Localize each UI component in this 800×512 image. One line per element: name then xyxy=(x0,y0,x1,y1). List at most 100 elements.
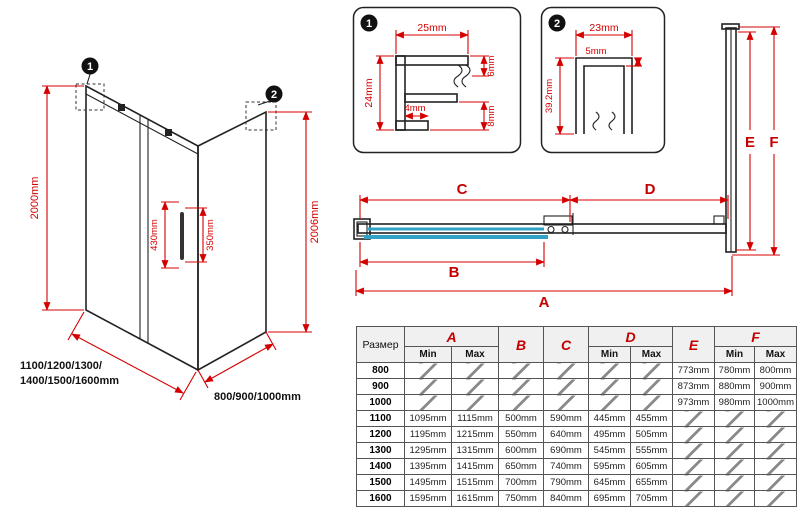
e-cell: 973mm xyxy=(672,394,715,411)
dimension-C: C xyxy=(359,181,571,222)
f-max-cell xyxy=(754,426,797,443)
size-cell: 900 xyxy=(356,378,405,395)
c-cell: 590mm xyxy=(543,410,589,427)
size-cell: 1100 xyxy=(356,410,405,427)
b-cell: 600mm xyxy=(498,442,544,459)
callout-1-number: 1 xyxy=(87,61,93,73)
d-max-cell xyxy=(630,378,673,395)
f-min-cell xyxy=(714,458,755,475)
width-sizes-line1: 1100/1200/1300/ xyxy=(20,360,102,372)
dimension-2006: 2006mm xyxy=(268,111,321,333)
detail-1-badge-icon xyxy=(360,14,378,32)
a-max-cell: 1515mm xyxy=(451,474,499,491)
b-cell: 700mm xyxy=(498,474,544,491)
a-max-cell: 1415mm xyxy=(451,458,499,475)
d-max-cell: 705mm xyxy=(630,490,673,507)
c-cell: 790mm xyxy=(543,474,589,491)
a-max-header: Max xyxy=(451,346,499,363)
dimension-width: 1100/1200/1300/ 1400/1500/1600mm xyxy=(20,311,197,401)
f-min-header: Min xyxy=(714,346,755,363)
f-max-cell xyxy=(754,474,797,491)
f-max-cell: 800mm xyxy=(754,362,797,379)
d-min-cell: 545mm xyxy=(588,442,631,459)
d-min-cell xyxy=(588,362,631,379)
d-min-cell xyxy=(588,394,631,411)
dimension-A: A xyxy=(355,256,733,311)
b-cell: 550mm xyxy=(498,426,544,443)
d-max-cell xyxy=(630,394,673,411)
f-min-cell xyxy=(714,410,755,427)
roller-hook-icon xyxy=(453,64,463,88)
dim-2000-label: 2000mm xyxy=(29,177,41,220)
callout-1-icon xyxy=(81,57,99,75)
size-cell: 1500 xyxy=(356,474,405,491)
d-max-cell xyxy=(630,362,673,379)
dim-C-label: C xyxy=(457,181,468,198)
a-min-cell: 1295mm xyxy=(404,442,452,459)
d-max-cell: 505mm xyxy=(630,426,673,443)
dimension-D: D xyxy=(569,181,729,219)
size-table-header: Размер A B C D E F Min Max Min Max Min M… xyxy=(356,326,797,363)
a-max-cell: 1215mm xyxy=(451,426,499,443)
b-cell: 750mm xyxy=(498,490,544,507)
f-max-cell xyxy=(754,410,797,427)
d-min-cell: 495mm xyxy=(588,426,631,443)
f-min-cell: 780mm xyxy=(714,362,755,379)
dimension-2000: 2000mm xyxy=(29,85,84,311)
c-cell: 740mm xyxy=(543,458,589,475)
a-min-cell xyxy=(404,394,452,411)
dim-25-label: 25mm xyxy=(417,22,446,34)
dim-4-label: 4mm xyxy=(404,103,425,114)
detail-2-zone xyxy=(245,101,277,131)
size-cell: 1000 xyxy=(356,394,405,411)
detail-1-profile: 1 25mm 24mm 4mm 6mm xyxy=(352,6,522,154)
size-cell: 1300 xyxy=(356,442,405,459)
d-min-cell: 645mm xyxy=(588,474,631,491)
col-f-header: F xyxy=(714,326,797,347)
a-min-cell: 1195mm xyxy=(404,426,452,443)
a-min-header: Min xyxy=(404,346,452,363)
dim-2006-label: 2006mm xyxy=(309,201,321,244)
c-cell xyxy=(543,362,589,379)
dim-350-label: 350mm xyxy=(205,219,216,251)
glass-panels xyxy=(85,84,267,372)
a-min-cell: 1495mm xyxy=(404,474,452,491)
a-max-cell: 1615mm xyxy=(451,490,499,507)
f-min-cell xyxy=(714,426,755,443)
roller-block-icon xyxy=(118,104,125,111)
plan-structure xyxy=(353,23,740,253)
col-b-header: B xyxy=(498,326,544,363)
rail-profile-section xyxy=(395,55,471,131)
dimension-depth: 800/900/1000mm xyxy=(197,331,301,403)
e-cell xyxy=(672,426,715,443)
dim-D-label: D xyxy=(645,181,656,198)
size-cell: 1600 xyxy=(356,490,405,507)
a-min-cell: 1395mm xyxy=(404,458,452,475)
dim-430-label: 430mm xyxy=(149,219,160,251)
f-min-cell xyxy=(714,490,755,507)
glass-clip-icon xyxy=(592,111,600,131)
size-table: Размер A B C D E F Min Max Min Max Min M… xyxy=(356,326,797,507)
callout-2-number: 2 xyxy=(271,89,277,101)
detail-1-zone xyxy=(75,83,105,111)
enclosure-isometric-drawing: 1 2 2000mm 2006mm 430mm 350mm xyxy=(20,57,321,403)
wall-profile-section xyxy=(575,57,633,134)
detail-2-badge-icon xyxy=(548,14,566,32)
c-cell xyxy=(543,394,589,411)
d-max-cell: 605mm xyxy=(630,458,673,475)
col-c-header: C xyxy=(543,326,589,363)
c-cell: 690mm xyxy=(543,442,589,459)
dim-6-label: 6mm xyxy=(486,55,497,76)
detail-2-frame xyxy=(540,6,666,154)
d-max-cell: 555mm xyxy=(630,442,673,459)
e-cell xyxy=(672,474,715,491)
dim-24-label: 24mm xyxy=(363,78,375,107)
roller-carriage xyxy=(543,215,573,226)
